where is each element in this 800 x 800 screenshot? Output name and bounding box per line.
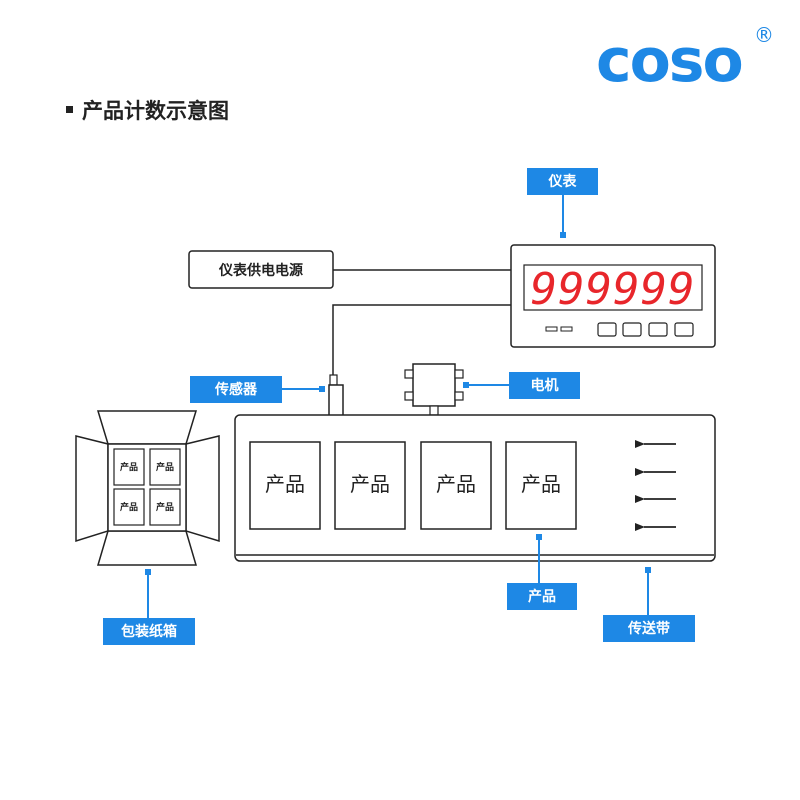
conveyor-product-box xyxy=(249,441,321,530)
conveyor-product-box xyxy=(334,441,406,530)
box-leader-dot xyxy=(145,569,151,575)
conveyor-product-label: 产品 xyxy=(265,472,305,496)
packing-box: 产品 产品 产品 产品 xyxy=(75,410,220,566)
conveyor-label-pill xyxy=(603,615,695,642)
box-product-slot xyxy=(149,488,181,526)
conveyor-product-label: 产品 xyxy=(521,472,561,496)
product-leader-dot xyxy=(536,534,542,540)
meter-leader-dot xyxy=(560,232,566,238)
title-bullet xyxy=(66,106,73,113)
product-label: 产品 xyxy=(528,588,556,605)
box-flap-left xyxy=(75,435,109,543)
sensor-label: 传感器 xyxy=(214,381,258,398)
conveyor-products: 产品 产品 产品 产品 xyxy=(249,441,577,530)
motor-leader-dot xyxy=(463,382,469,388)
box-product-label: 产品 xyxy=(156,501,174,513)
conveyor-product-label: 产品 xyxy=(436,472,476,496)
meter-button-2 xyxy=(622,322,642,337)
motor-label: 电机 xyxy=(531,377,559,394)
motor-label-pill xyxy=(509,372,580,399)
meter-indicator-1 xyxy=(545,326,558,332)
meter-display-frame xyxy=(523,264,703,311)
meter-button-3 xyxy=(648,322,668,337)
motor-shaft xyxy=(429,405,439,416)
meter-label-pill xyxy=(527,168,598,195)
brand-logo: coso xyxy=(596,26,742,96)
product-label-pill xyxy=(507,583,577,610)
sensor-cable xyxy=(332,304,511,375)
meter-display: 999999 xyxy=(531,264,696,315)
meter-button-4 xyxy=(674,322,694,337)
box-product-label: 产品 xyxy=(156,461,174,473)
box-flap-bottom xyxy=(96,530,198,566)
box-product-slot xyxy=(113,488,145,526)
box-label-pill xyxy=(103,618,195,645)
box-product-slot xyxy=(149,448,181,486)
box-product-slot xyxy=(113,448,145,486)
registered-mark: ® xyxy=(754,23,774,47)
conveyor-leader-dot xyxy=(645,567,651,573)
conveyor-label: 传送带 xyxy=(627,620,670,637)
conveyor-product-label: 产品 xyxy=(350,472,390,496)
sensor-head xyxy=(329,374,338,386)
direction-arrows xyxy=(635,440,676,531)
meter-power-label: 仪表供电电源 xyxy=(218,262,303,279)
meter-indicator-2 xyxy=(560,326,573,332)
motor-body xyxy=(412,363,456,407)
page-title: 产品计数示意图 xyxy=(82,99,229,123)
conveyor-product-box xyxy=(420,441,492,530)
box-flap-right xyxy=(185,435,220,543)
box-product-label: 产品 xyxy=(120,461,138,473)
box-product-label: 产品 xyxy=(120,501,138,513)
sensor-leader-dot xyxy=(319,386,325,392)
sensor-label-pill xyxy=(190,376,282,403)
box-label: 包装纸箱 xyxy=(121,623,177,640)
motor-tab-left-bottom xyxy=(404,391,414,401)
motor-tab-right-bottom xyxy=(454,391,464,401)
motor-tab-right-top xyxy=(454,369,464,379)
motor-tab-left-top xyxy=(404,369,414,379)
meter-label: 仪表 xyxy=(548,173,578,190)
meter-button-1 xyxy=(597,322,617,337)
conveyor-product-box xyxy=(505,441,577,530)
box-flap-top xyxy=(96,410,198,445)
